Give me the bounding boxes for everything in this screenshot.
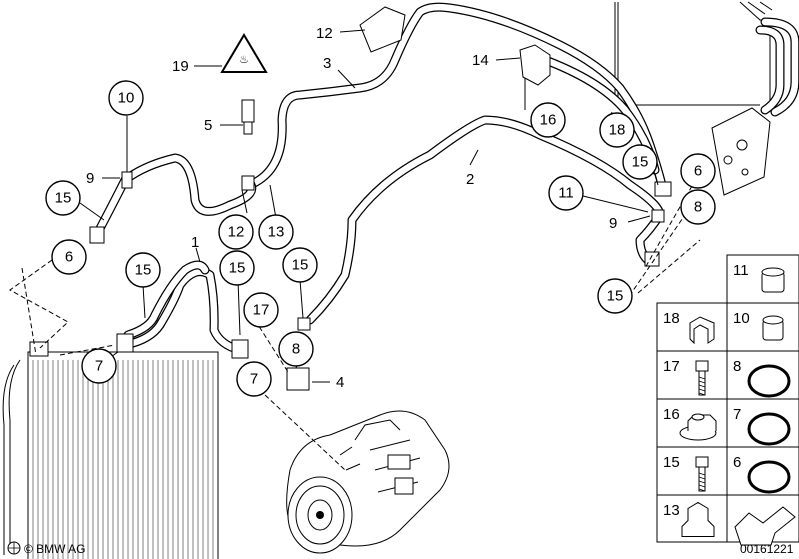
callout-8-right: 8 bbox=[680, 189, 716, 225]
o-ring-icon bbox=[747, 412, 791, 446]
callout-17: 17 bbox=[243, 292, 279, 328]
svg-text:6: 6 bbox=[694, 163, 702, 180]
callout-7-bottom: 7 bbox=[236, 361, 272, 397]
legend-cell-13: 13 bbox=[656, 494, 728, 543]
label-19: 19 bbox=[172, 58, 189, 75]
arrow-icon bbox=[734, 506, 796, 546]
evaporator bbox=[614, 1, 799, 196]
svg-text:15: 15 bbox=[632, 154, 649, 171]
callout-15-a: 15 bbox=[45, 180, 81, 216]
legend-cell-7: 7 bbox=[726, 398, 799, 448]
legend-label: 17 bbox=[663, 358, 680, 375]
legend-cell-16: 16 bbox=[656, 398, 728, 448]
svg-text:7: 7 bbox=[250, 371, 258, 388]
legend-label: 7 bbox=[733, 406, 741, 423]
svg-text:6: 6 bbox=[65, 249, 73, 266]
callout-16: 16 bbox=[530, 102, 566, 138]
hose-lines: ♨ bbox=[89, 2, 672, 391]
condenser bbox=[2, 341, 219, 559]
circled-callouts: 10 15 6 12 13 15 15 15 17 8 7 7 16 18 15… bbox=[45, 80, 716, 397]
legend-label: 15 bbox=[663, 454, 680, 471]
svg-text:15: 15 bbox=[55, 190, 72, 207]
label-5: 5 bbox=[204, 117, 212, 134]
legend-label: 11 bbox=[733, 262, 749, 279]
svg-text:8: 8 bbox=[694, 199, 702, 216]
legend-cell-11: 11 bbox=[726, 254, 799, 304]
legend-label: 16 bbox=[663, 406, 680, 423]
callout-15-d: 15 bbox=[282, 247, 318, 283]
callout-12-bottom: 12 bbox=[218, 214, 254, 250]
svg-text:17: 17 bbox=[253, 302, 270, 319]
legend-cell-18: 18 bbox=[656, 302, 728, 352]
copyright-text: © BMW AG bbox=[24, 542, 86, 556]
label-14: 14 bbox=[472, 52, 489, 69]
callout-15-f: 15 bbox=[597, 278, 633, 314]
callout-15-c: 15 bbox=[219, 250, 255, 286]
o-ring-icon bbox=[747, 364, 791, 398]
o-ring-icon bbox=[747, 460, 791, 494]
callout-6-right: 6 bbox=[680, 153, 716, 189]
svg-text:7: 7 bbox=[95, 358, 103, 375]
parts-legend: 11 10 18 17 8 16 7 15 6 13 bbox=[656, 254, 799, 546]
svg-text:♨: ♨ bbox=[239, 53, 249, 66]
legend-cell-17: 17 bbox=[656, 350, 728, 400]
callout-10: 10 bbox=[108, 80, 144, 116]
callout-8-bottom: 8 bbox=[278, 331, 314, 367]
footer: © BMW AG 00161221 bbox=[7, 541, 794, 556]
svg-text:10: 10 bbox=[118, 90, 135, 107]
legend-label: 8 bbox=[733, 358, 741, 375]
svg-text:16: 16 bbox=[540, 112, 557, 129]
compressor bbox=[286, 410, 450, 554]
plain-labels: 19 5 9 1 12 3 14 2 9 4 bbox=[86, 25, 617, 391]
legend-label: 13 bbox=[663, 502, 680, 519]
svg-text:15: 15 bbox=[135, 262, 152, 279]
svg-text:15: 15 bbox=[292, 257, 309, 274]
svg-text:15: 15 bbox=[607, 288, 624, 305]
callout-7-left: 7 bbox=[81, 348, 117, 384]
legend-cell-10: 10 bbox=[726, 302, 799, 352]
callout-15-e: 15 bbox=[622, 144, 658, 180]
svg-text:8: 8 bbox=[292, 341, 300, 358]
label-2: 2 bbox=[466, 171, 474, 188]
svg-text:15: 15 bbox=[229, 260, 246, 277]
legend-cell-arrow bbox=[726, 494, 799, 546]
bolt-icon bbox=[695, 456, 709, 468]
svg-text:18: 18 bbox=[609, 122, 626, 139]
clamp-icon bbox=[681, 501, 715, 537]
callout-6-left: 6 bbox=[51, 239, 87, 275]
label-9-right: 9 bbox=[609, 215, 617, 232]
callout-15-b: 15 bbox=[125, 252, 161, 288]
bolt-icon bbox=[695, 360, 709, 372]
label-4: 4 bbox=[336, 374, 344, 391]
doc-number: 00161221 bbox=[740, 542, 794, 556]
legend-cell-6: 6 bbox=[726, 446, 799, 496]
callout-11: 11 bbox=[548, 175, 584, 211]
legend-cell-15: 15 bbox=[656, 446, 728, 496]
svg-text:12: 12 bbox=[228, 224, 245, 241]
label-9-left: 9 bbox=[86, 170, 94, 187]
callout-13: 13 bbox=[258, 214, 294, 250]
label-1: 1 bbox=[191, 234, 199, 251]
legend-cell-8: 8 bbox=[726, 350, 799, 400]
label-12-top: 12 bbox=[316, 25, 333, 42]
legend-label: 10 bbox=[733, 310, 750, 327]
label-3: 3 bbox=[323, 55, 331, 72]
clip-icon bbox=[689, 316, 715, 345]
legend-label: 6 bbox=[733, 454, 741, 471]
svg-text:11: 11 bbox=[558, 185, 574, 202]
legend-label: 18 bbox=[663, 310, 680, 327]
callout-18: 18 bbox=[599, 112, 635, 148]
svg-text:13: 13 bbox=[268, 224, 285, 241]
leader-lines bbox=[9, 29, 701, 471]
